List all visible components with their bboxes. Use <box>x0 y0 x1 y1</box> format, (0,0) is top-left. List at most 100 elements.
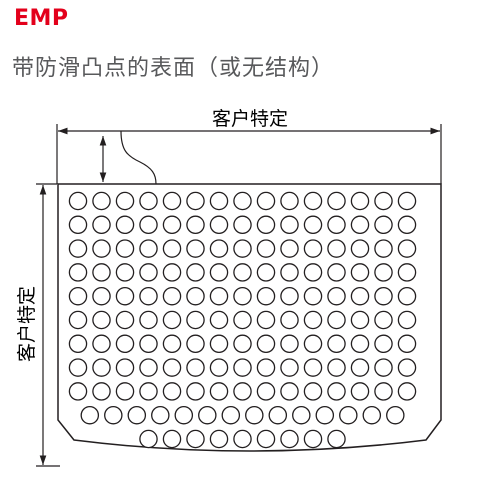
break-line <box>120 130 157 185</box>
anti-slip-dot <box>151 405 170 425</box>
anti-slip-dot <box>256 334 276 354</box>
anti-slip-dot <box>327 429 346 449</box>
anti-slip-dot <box>68 191 88 211</box>
anti-slip-dot <box>374 191 393 211</box>
anti-slip-dot <box>115 358 135 377</box>
anti-slip-dot <box>115 191 135 211</box>
anti-slip-dot <box>327 263 346 282</box>
anti-slip-dot <box>256 215 276 235</box>
anti-slip-dot <box>397 215 417 235</box>
anti-slip-dot <box>174 405 194 425</box>
anti-slip-dot <box>92 382 111 401</box>
anti-slip-dot <box>162 191 182 211</box>
anti-slip-dot <box>397 334 417 354</box>
anti-slip-dot <box>303 263 323 282</box>
anti-slip-dot <box>68 310 88 330</box>
anti-slip-dot <box>280 382 299 401</box>
anti-slip-dot <box>68 215 88 235</box>
anti-slip-dot <box>374 382 393 401</box>
anti-slip-dot <box>327 239 346 258</box>
anti-slip-dot <box>162 334 182 354</box>
anti-slip-dot <box>374 239 393 258</box>
anti-slip-dot <box>92 191 111 211</box>
anti-slip-dot <box>374 286 393 306</box>
anti-slip-dot <box>115 382 135 401</box>
anti-slip-dot <box>280 429 299 449</box>
anti-slip-dot <box>397 358 417 377</box>
anti-slip-dot <box>233 310 252 330</box>
anti-slip-dot <box>162 239 182 258</box>
anti-slip-dot <box>162 429 182 449</box>
anti-slip-dot <box>303 286 323 306</box>
anti-slip-dot <box>139 382 158 401</box>
anti-slip-dot <box>209 286 229 306</box>
anti-slip-dot <box>327 310 346 330</box>
anti-slip-dot <box>209 429 229 449</box>
anti-slip-dot <box>162 358 182 377</box>
anti-slip-dot <box>350 310 370 330</box>
anti-slip-dot <box>256 358 276 377</box>
anti-slip-dot <box>209 358 229 377</box>
anti-slip-dot <box>350 382 370 401</box>
anti-slip-dot <box>397 310 417 330</box>
anti-slip-dot <box>209 382 229 401</box>
anti-slip-dot-grid <box>68 191 417 449</box>
anti-slip-dot <box>374 215 393 235</box>
anti-slip-dot <box>397 191 417 211</box>
anti-slip-dot <box>209 191 229 211</box>
anti-slip-dot <box>68 358 88 377</box>
anti-slip-dot <box>280 358 299 377</box>
anti-slip-dot <box>386 405 405 425</box>
anti-slip-dot <box>280 263 299 282</box>
anti-slip-dot <box>186 215 205 235</box>
anti-slip-dot <box>186 358 205 377</box>
product-code: EMP <box>14 6 69 31</box>
anti-slip-dot <box>92 334 111 354</box>
anti-slip-dot <box>209 263 229 282</box>
anti-slip-dot <box>198 405 217 425</box>
height-dimension-label: 客户特定 <box>16 286 38 362</box>
anti-slip-dot <box>280 215 299 235</box>
anti-slip-dot <box>92 239 111 258</box>
anti-slip-dot <box>327 286 346 306</box>
anti-slip-dot <box>92 286 111 306</box>
anti-slip-dot <box>115 286 135 306</box>
anti-slip-dot <box>339 405 358 425</box>
anti-slip-dot <box>350 239 370 258</box>
width-dimension-label: 客户特定 <box>212 108 288 130</box>
anti-slip-dot <box>280 286 299 306</box>
anti-slip-dot <box>139 310 158 330</box>
anti-slip-dot <box>115 310 135 330</box>
anti-slip-dot <box>104 405 123 425</box>
anti-slip-dot <box>233 239 252 258</box>
anti-slip-dot <box>139 263 158 282</box>
anti-slip-dot <box>303 239 323 258</box>
anti-slip-dot <box>397 239 417 258</box>
anti-slip-dot <box>327 382 346 401</box>
anti-slip-dot <box>350 215 370 235</box>
anti-slip-dot <box>256 310 276 330</box>
anti-slip-dot <box>233 215 252 235</box>
anti-slip-dot <box>139 215 158 235</box>
anti-slip-dot <box>280 191 299 211</box>
anti-slip-dot <box>139 191 158 211</box>
anti-slip-dot <box>350 334 370 354</box>
anti-slip-dot <box>256 191 276 211</box>
anti-slip-dot <box>68 382 88 401</box>
anti-slip-dot <box>162 263 182 282</box>
anti-slip-dot <box>292 405 311 425</box>
anti-slip-dot <box>374 358 393 377</box>
anti-slip-dot <box>186 334 205 354</box>
anti-slip-dot <box>127 405 147 425</box>
anti-slip-dot <box>92 263 111 282</box>
anti-slip-dot <box>303 358 323 377</box>
anti-slip-dot <box>280 334 299 354</box>
anti-slip-dot <box>315 405 335 425</box>
anti-slip-dot <box>303 310 323 330</box>
anti-slip-dot <box>374 334 393 354</box>
anti-slip-dot <box>256 429 276 449</box>
anti-slip-dot <box>233 382 252 401</box>
anti-slip-dot <box>350 358 370 377</box>
anti-slip-dot <box>256 263 276 282</box>
